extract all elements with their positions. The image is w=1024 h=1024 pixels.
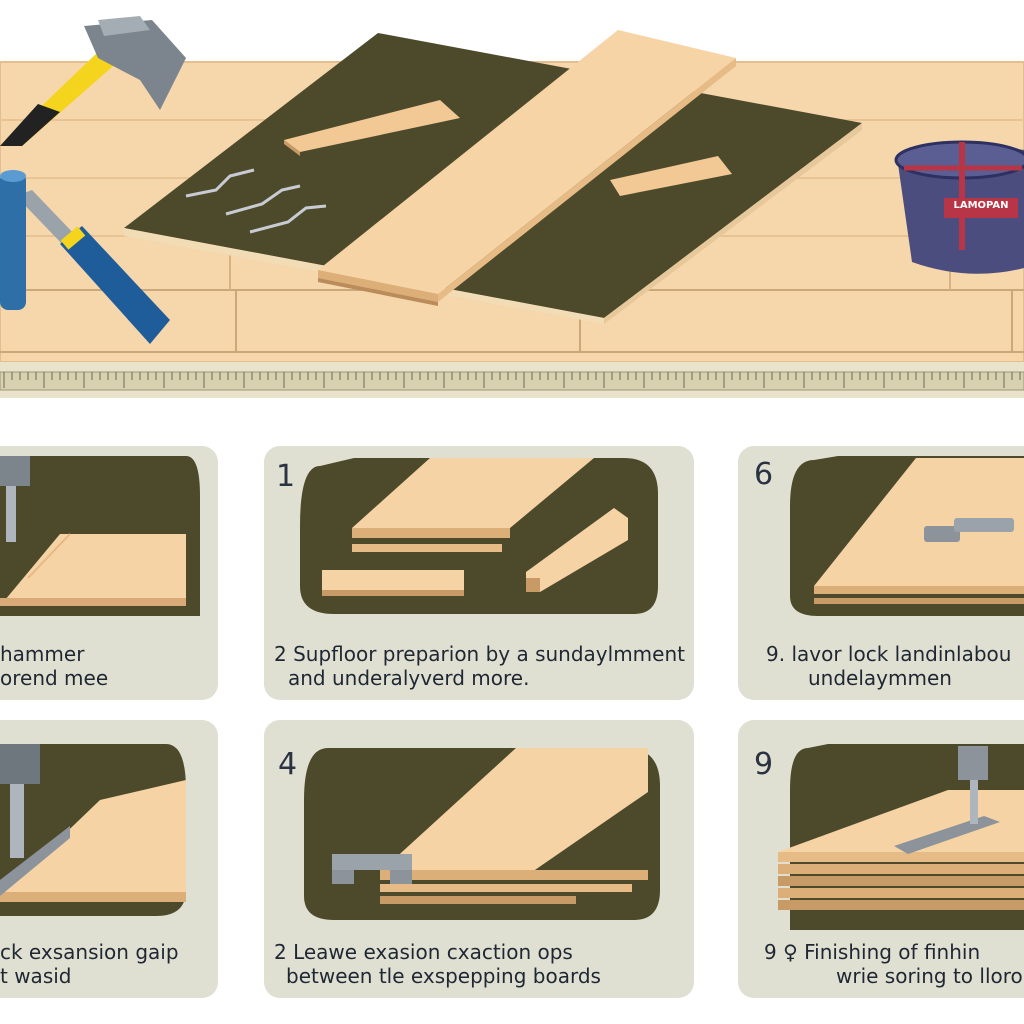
fastener-clips <box>185 168 327 234</box>
panel-5-caption-line-1: 2 Leawe exasion cxaction ops <box>274 940 573 964</box>
panel-2-caption-line-2: and underalyverd more. <box>288 666 530 690</box>
ruler-strip <box>0 362 1024 398</box>
panel-1-caption-line-1: hammer <box>0 642 85 666</box>
panel-3-caption-line-1: 9. lavor lock landinlabou <box>766 642 1012 666</box>
plank-piece <box>284 100 460 152</box>
panel-2-caption-line-1: 2 Supfloor preparion by a sundaylmment <box>274 642 685 666</box>
panel-5-step-number: 4 <box>278 747 298 782</box>
step-panel-4: ck exsansion gaip t wasid <box>0 720 218 998</box>
panel-1-caption-line-2: orend mee <box>0 666 109 690</box>
panel-6-caption-line-2: wrie soring to lloror <box>836 964 1024 988</box>
panel-2-step-number: 1 <box>276 459 296 494</box>
lock-clip-icon <box>924 518 1014 542</box>
tube-roller-icon <box>0 170 26 310</box>
step-panel-5: 4 2 Leawe exasion cxaction ops between t… <box>264 720 694 998</box>
step-panel-2: 1 2 Supfloor preparion by a sundaylmment… <box>264 446 694 700</box>
plank-long <box>318 30 736 294</box>
step-panel-1: hammer orend mee <box>0 446 218 700</box>
panel-6-step-number: 9 <box>754 747 774 782</box>
hero-illustration: LAMOPAN <box>0 0 1024 420</box>
bucket-icon <box>894 140 1024 274</box>
screwdriver-icon <box>16 190 170 344</box>
panel-3-step-number: 6 <box>754 457 774 492</box>
panel-5-caption-line-2: between tle exspepping boards <box>286 964 601 988</box>
plank-piece <box>610 156 732 196</box>
panel-4-caption-line-1: ck exsansion gaip <box>0 940 179 964</box>
step-panel-3: 6 9. lavor lock landinlabou undelaymmen <box>738 446 1024 700</box>
panel-4-caption-line-2: t wasid <box>0 964 72 988</box>
panel-6-caption-line-1: 9 ♀ Finishing of finhin <box>764 940 981 964</box>
panel-3-caption-line-2: undelaymmen <box>808 666 952 690</box>
bucket-label: LAMOPAN <box>953 200 1009 211</box>
hammer-icon <box>0 16 186 146</box>
workbench-scene <box>0 16 1024 398</box>
spacer-bracket-icon <box>332 854 412 884</box>
step-panel-6: 9 9 ♀ Finishing of finhin wrie soring to… <box>738 720 1024 998</box>
